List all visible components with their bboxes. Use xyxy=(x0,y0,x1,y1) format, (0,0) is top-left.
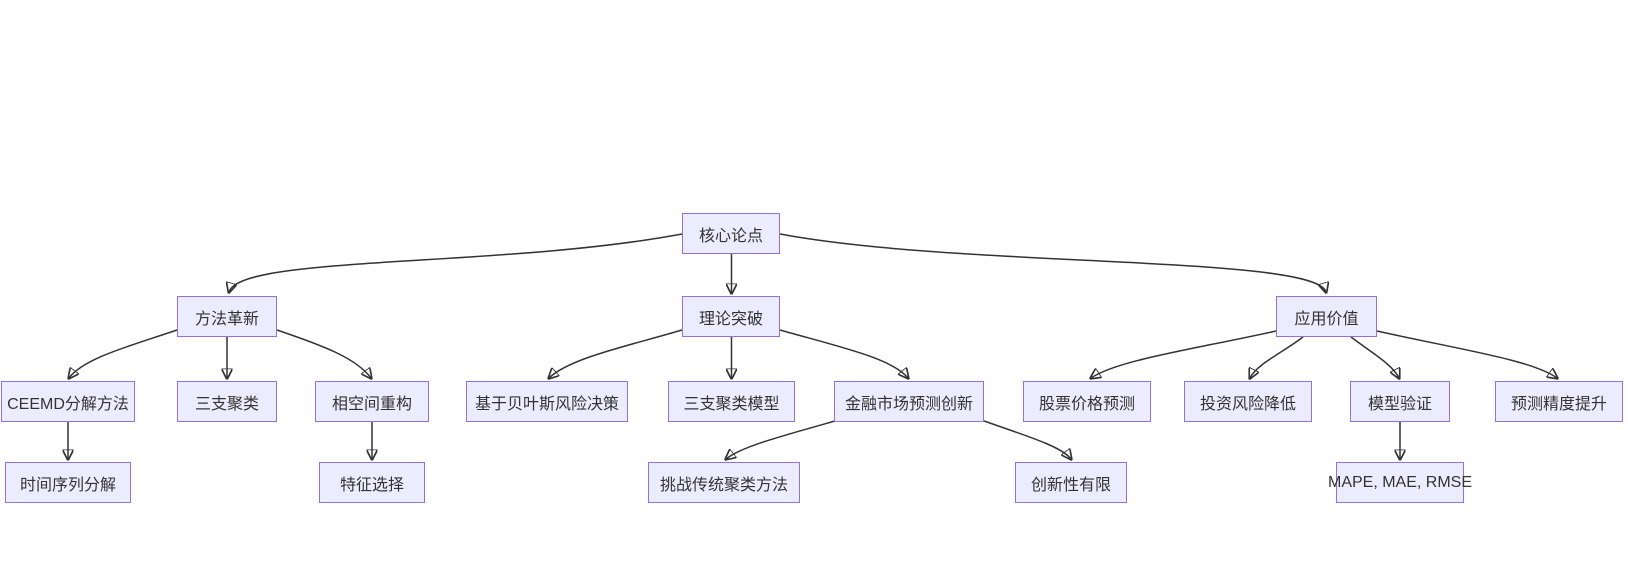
node-time-series: 时间序列分解 xyxy=(5,462,131,503)
edge-core-method xyxy=(229,233,683,292)
node-three-way-model: 三支聚类模型 xyxy=(668,381,795,422)
node-phase-space: 相空间重构 xyxy=(315,381,429,422)
node-feature-selection: 特征选择 xyxy=(319,462,425,503)
node-ceemd: CEEMD分解方法 xyxy=(1,381,135,422)
edge-value-stock xyxy=(1091,330,1277,378)
node-method: 方法革新 xyxy=(177,296,277,337)
edge-value-modelvalidation xyxy=(1350,336,1399,378)
edge-theory-bayes xyxy=(549,329,683,378)
node-challenge-traditional: 挑战传统聚类方法 xyxy=(648,462,800,503)
edge-method-ceemd xyxy=(69,329,178,378)
node-model-validation: 模型验证 xyxy=(1350,381,1450,422)
edge-financial-challenge xyxy=(726,420,836,459)
node-three-way-clustering: 三支聚类 xyxy=(177,381,277,422)
edge-core-value xyxy=(779,233,1326,292)
node-limited-innovation: 创新性有限 xyxy=(1015,462,1127,503)
node-risk-reduction: 投资风险降低 xyxy=(1184,381,1312,422)
node-bayes-risk: 基于贝叶斯风险决策 xyxy=(466,381,628,422)
node-stock-prediction: 股票价格预测 xyxy=(1023,381,1151,422)
node-metrics: MAPE, MAE, RMSE xyxy=(1328,462,1472,503)
edge-theory-financial xyxy=(779,329,908,378)
edge-financial-limited xyxy=(983,420,1071,459)
node-financial-innovation: 金融市场预测创新 xyxy=(834,381,984,422)
node-core: 核心论点 xyxy=(682,213,780,254)
edge-value-accuracy xyxy=(1376,330,1557,378)
edge-value-risk xyxy=(1250,336,1304,378)
node-accuracy-improvement: 预测精度提升 xyxy=(1495,381,1623,422)
node-value: 应用价值 xyxy=(1276,296,1377,337)
edge-method-phase xyxy=(276,329,371,378)
node-theory: 理论突破 xyxy=(682,296,780,337)
